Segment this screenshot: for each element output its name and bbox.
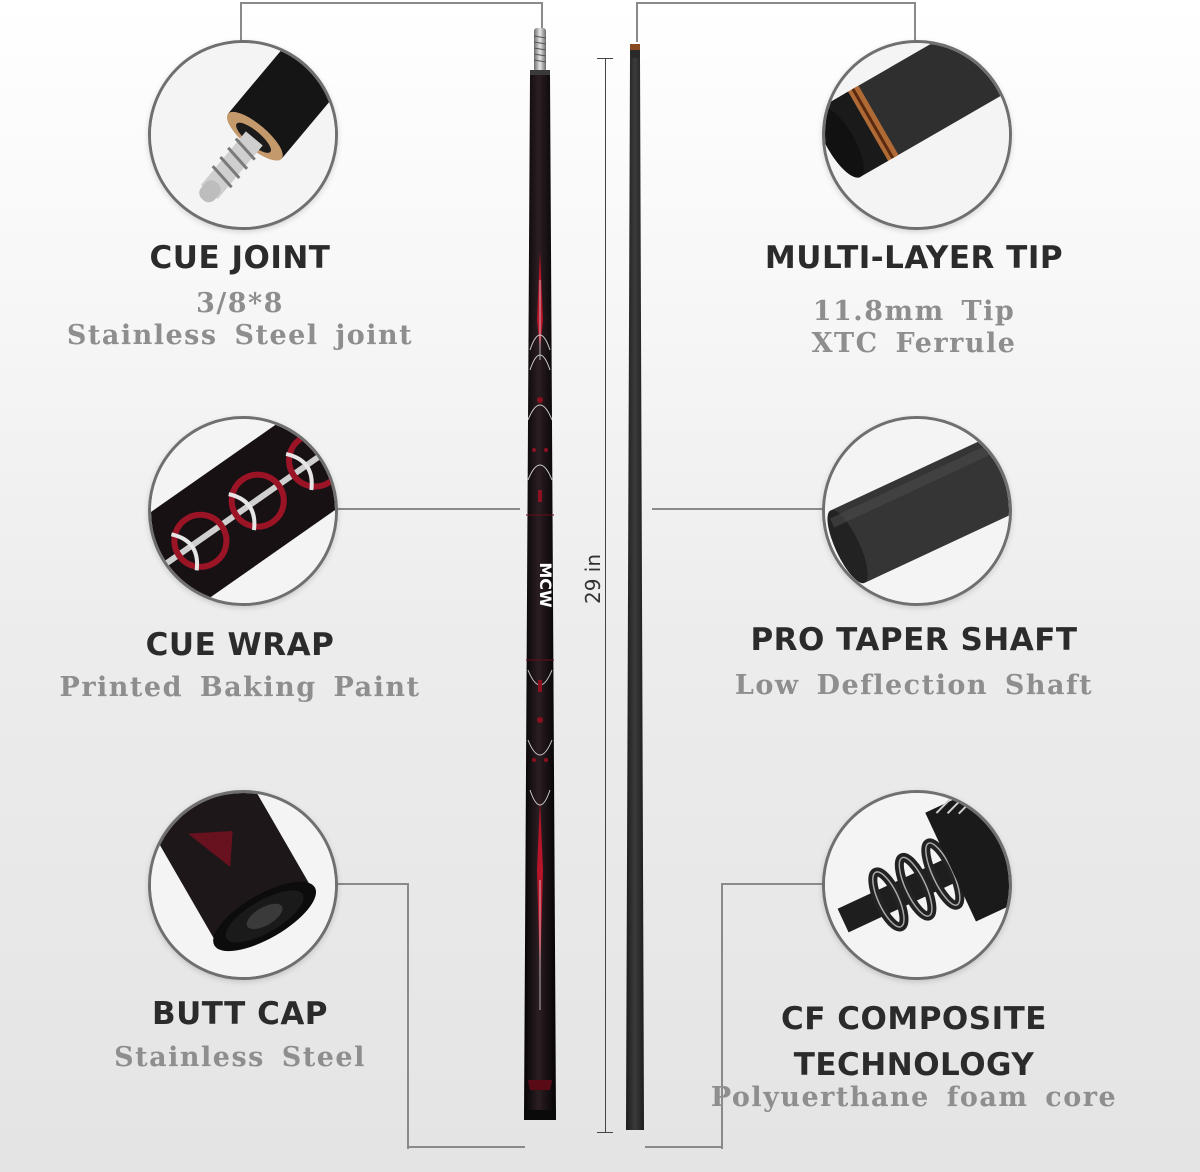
feature-subtitle-butt-cap: Stainless Steel — [40, 1042, 440, 1074]
connector-composite-bottom — [645, 1146, 723, 1148]
cue-shaft — [624, 44, 646, 1130]
connector-joint — [240, 2, 543, 42]
cue-body — [524, 75, 556, 1120]
feature-subtitle-line: Polyuerthane foam core — [710, 1082, 1118, 1113]
shaft-ferrule — [630, 50, 640, 58]
shaft-tip — [630, 44, 640, 50]
joint-collar — [530, 70, 550, 75]
feature-title-pro-taper-shaft: PRO TAPER SHAFT — [750, 622, 1078, 658]
dimension-label: 29 in — [581, 553, 605, 605]
connector-shaft — [652, 508, 822, 510]
tip-ferrule-icon — [822, 40, 1012, 230]
shaft-body — [626, 58, 644, 1130]
feature-title-multi-layer-tip: MULTI-LAYER TIP — [764, 240, 1064, 276]
butt-cap-icon — [148, 790, 338, 980]
feature-subtitle-line: Low Deflection Shaft — [734, 670, 1094, 701]
dimension-line — [605, 58, 606, 1132]
feature-title-line: CF COMPOSITE — [781, 1001, 1047, 1037]
butt-end — [524, 1110, 556, 1120]
brand-logo: MCW — [536, 562, 555, 608]
connector-butt — [333, 883, 409, 1149]
feature-title-cue-wrap: CUE WRAP — [145, 627, 335, 663]
feature-subtitle-cue-wrap: Printed Baking Paint — [20, 672, 460, 704]
connector-composite — [721, 883, 823, 1149]
feature-subtitle-line: Printed Baking Paint — [59, 672, 421, 703]
feature-subtitle-line: Stainless Steel joint — [66, 320, 414, 351]
feature-subtitle-line: 3/8*8 — [196, 288, 284, 319]
dimension-cap-top — [597, 58, 613, 59]
feature-subtitle-cue-joint: 3/8*8 Stainless Steel joint — [40, 288, 440, 352]
feature-subtitle-cf-composite: Polyuerthane foam core — [694, 1082, 1134, 1114]
feature-subtitle-multi-layer-tip: 11.8mm Tip XTC Ferrule — [714, 296, 1114, 360]
feature-subtitle-pro-taper-shaft: Low Deflection Shaft — [694, 670, 1134, 702]
feature-subtitle-line: 11.8mm Tip — [812, 296, 1016, 327]
feature-title-cf-composite: CF COMPOSITE TECHNOLOGY — [740, 996, 1088, 1088]
feature-subtitle-line: Stainless Steel — [114, 1042, 366, 1073]
feature-title-butt-cap: BUTT CAP — [151, 996, 329, 1032]
shaft-icon — [822, 416, 1012, 606]
feature-title-cue-joint: CUE JOINT — [149, 240, 331, 276]
connector-butt-bottom — [407, 1146, 525, 1148]
connector-wrap — [330, 508, 520, 510]
joint-pin-icon — [148, 40, 338, 230]
dimension-cap-bottom — [597, 1132, 613, 1133]
wrap-pattern-icon — [148, 416, 338, 606]
feature-subtitle-line: XTC Ferrule — [811, 328, 1017, 359]
cue-butt: MCW — [520, 20, 560, 1130]
connector-tip — [636, 2, 916, 42]
carbon-layers-icon — [822, 790, 1012, 980]
feature-title-line: TECHNOLOGY — [793, 1047, 1035, 1083]
